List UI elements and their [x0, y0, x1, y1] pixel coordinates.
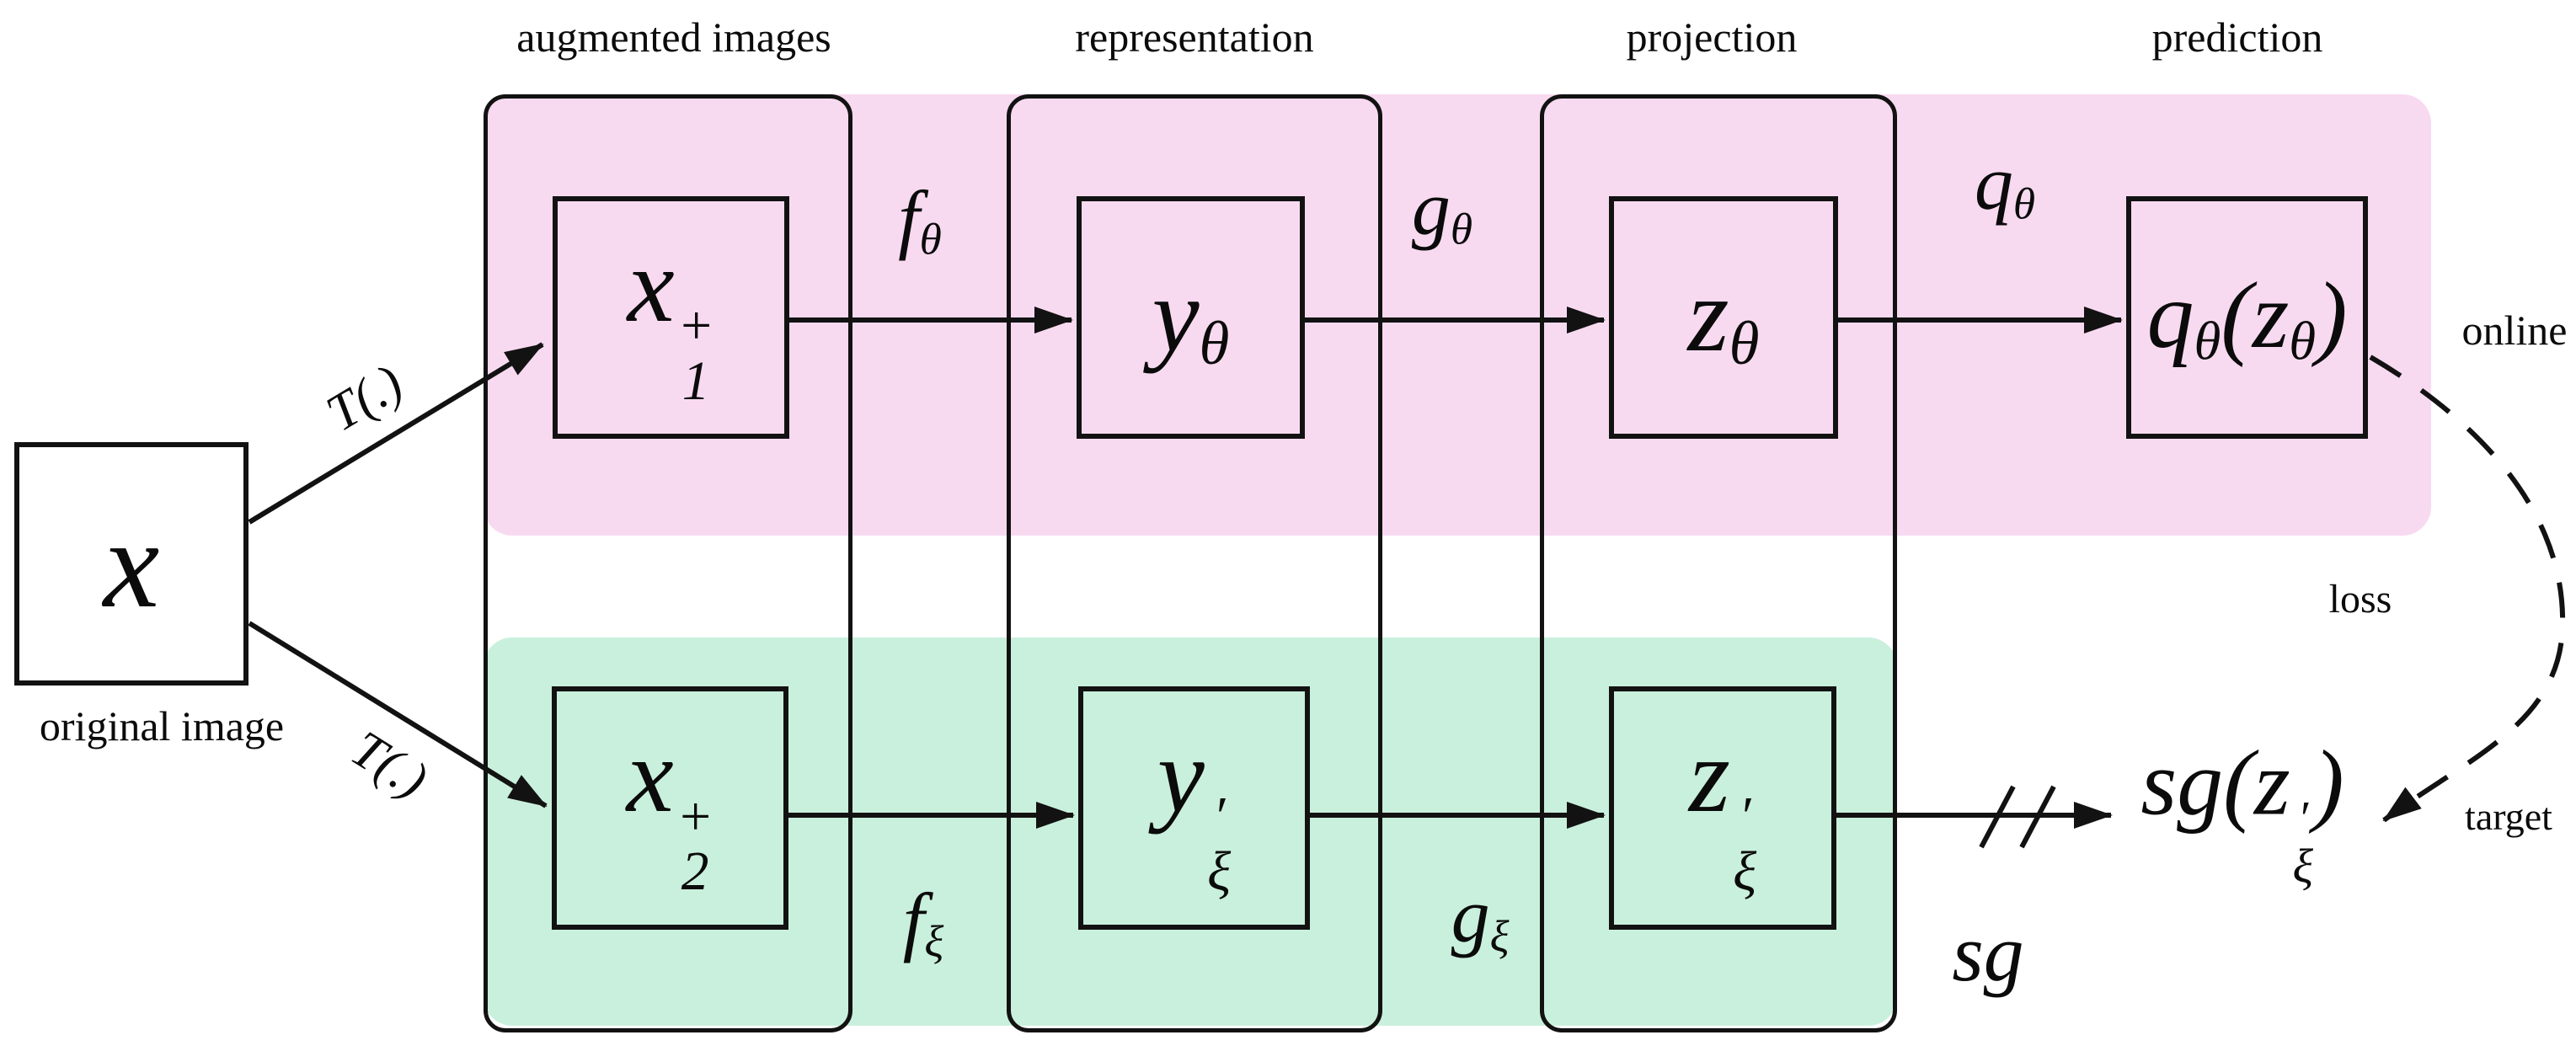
header-representation: representation [1075, 13, 1314, 61]
stop-gradient-slash-icon [2019, 785, 2056, 849]
node-label-z-theta: zθ [1687, 257, 1760, 378]
edge-label-f-xi: fξ [902, 877, 944, 967]
header-augmented-images: augmented images [516, 13, 831, 61]
target-row-band [484, 638, 1897, 1026]
node-label-y-theta: yθ [1152, 257, 1230, 378]
node-projection-z-xi: z′ξ [1609, 686, 1836, 930]
node-label-x: x [103, 493, 160, 634]
dashed-loss-arrow [2369, 355, 2566, 823]
node-label-x1: x+1 [627, 227, 715, 412]
term-sg-z-xi: sg(z′ξ) [2140, 731, 2344, 894]
node-augmented-x2: x+2 [552, 686, 788, 930]
edge-label-g-theta: gθ [1411, 164, 1473, 254]
edge-label-f-theta: fθ [898, 174, 942, 264]
column-augmented-images [484, 94, 852, 1032]
node-label-z-xi: z′ξ [1688, 718, 1757, 903]
node-label-y-xi: y′ξ [1157, 718, 1232, 903]
stop-gradient-slash-icon [1979, 785, 2016, 849]
annotation-online: online [2461, 307, 2568, 354]
node-augmented-x1: x+1 [553, 196, 789, 439]
node-original-image-x: x [14, 442, 249, 686]
node-projection-z-theta: zθ [1609, 196, 1838, 439]
node-label-q-theta-z-theta: qθ(zθ) [2146, 263, 2348, 372]
annotation-loss: loss [2328, 577, 2392, 622]
edge-label-q-theta: qθ [1974, 139, 2036, 229]
arrow-x-to-x1 [248, 342, 544, 525]
node-representation-y-xi: y′ξ [1078, 686, 1310, 930]
arrow-x-to-x2 [248, 621, 548, 808]
node-representation-y-theta: yθ [1077, 196, 1305, 439]
header-prediction: prediction [2151, 13, 2323, 61]
node-label-x2: x+2 [626, 718, 714, 903]
column-projection [1540, 94, 1897, 1032]
node-prediction-q-theta-z-theta: qθ(zθ) [2126, 196, 2368, 439]
edge-label-g-xi: gξ [1451, 872, 1510, 962]
annotation-target: target [2465, 795, 2552, 838]
edge-label-sg: sg [1952, 908, 2024, 998]
column-representation [1007, 94, 1382, 1032]
header-projection: projection [1626, 13, 1798, 61]
caption-original-image: original image [39, 702, 285, 750]
